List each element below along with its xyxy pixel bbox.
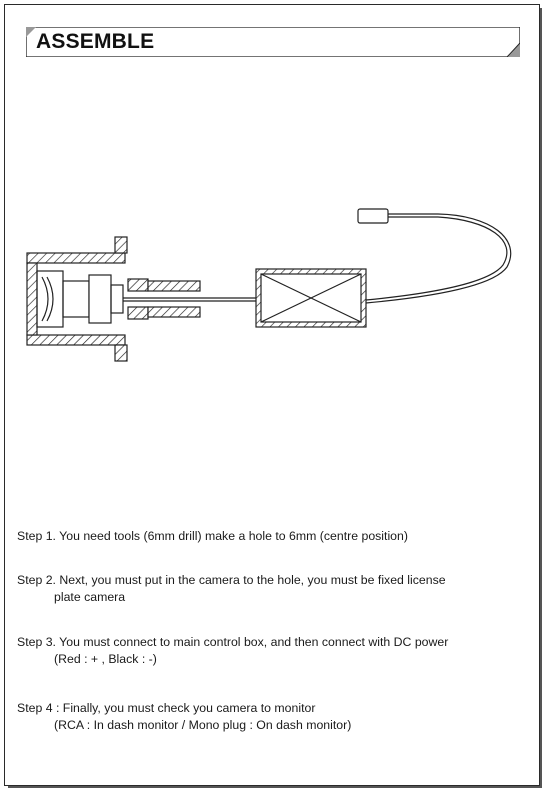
step-2-continuation: plate camera [54,590,126,604]
power-cable [357,208,512,304]
step-3-continuation: (Red : + , Black : -) [54,652,157,666]
step-3: Step 3. You must connect to main control… [17,634,533,668]
step-1: Step 1. You need tools (6mm drill) make … [17,528,533,545]
title-banner-shape [26,27,520,57]
camera-housing [26,236,258,362]
step-4: Step 4 : Finally, you must check you cam… [17,700,533,734]
camera-assembly-diagram [18,205,528,365]
page-title: ASSEMBLE [36,30,155,53]
step-2-text: Step 2. Next, you must put in the camera… [17,573,446,587]
control-box [255,268,367,328]
camera-assembly-illustration [26,208,512,362]
step-1-text: Step 1. You need tools (6mm drill) make … [17,529,408,543]
section-title-bar: ASSEMBLE [26,27,520,57]
step-4-text: Step 4 : Finally, you must check you cam… [17,701,316,715]
step-4-continuation: (RCA : In dash monitor / Mono plug : On … [54,718,352,732]
step-2: Step 2. Next, you must put in the camera… [17,572,533,606]
step-3-text: Step 3. You must connect to main control… [17,635,449,649]
page-frame [4,4,542,788]
